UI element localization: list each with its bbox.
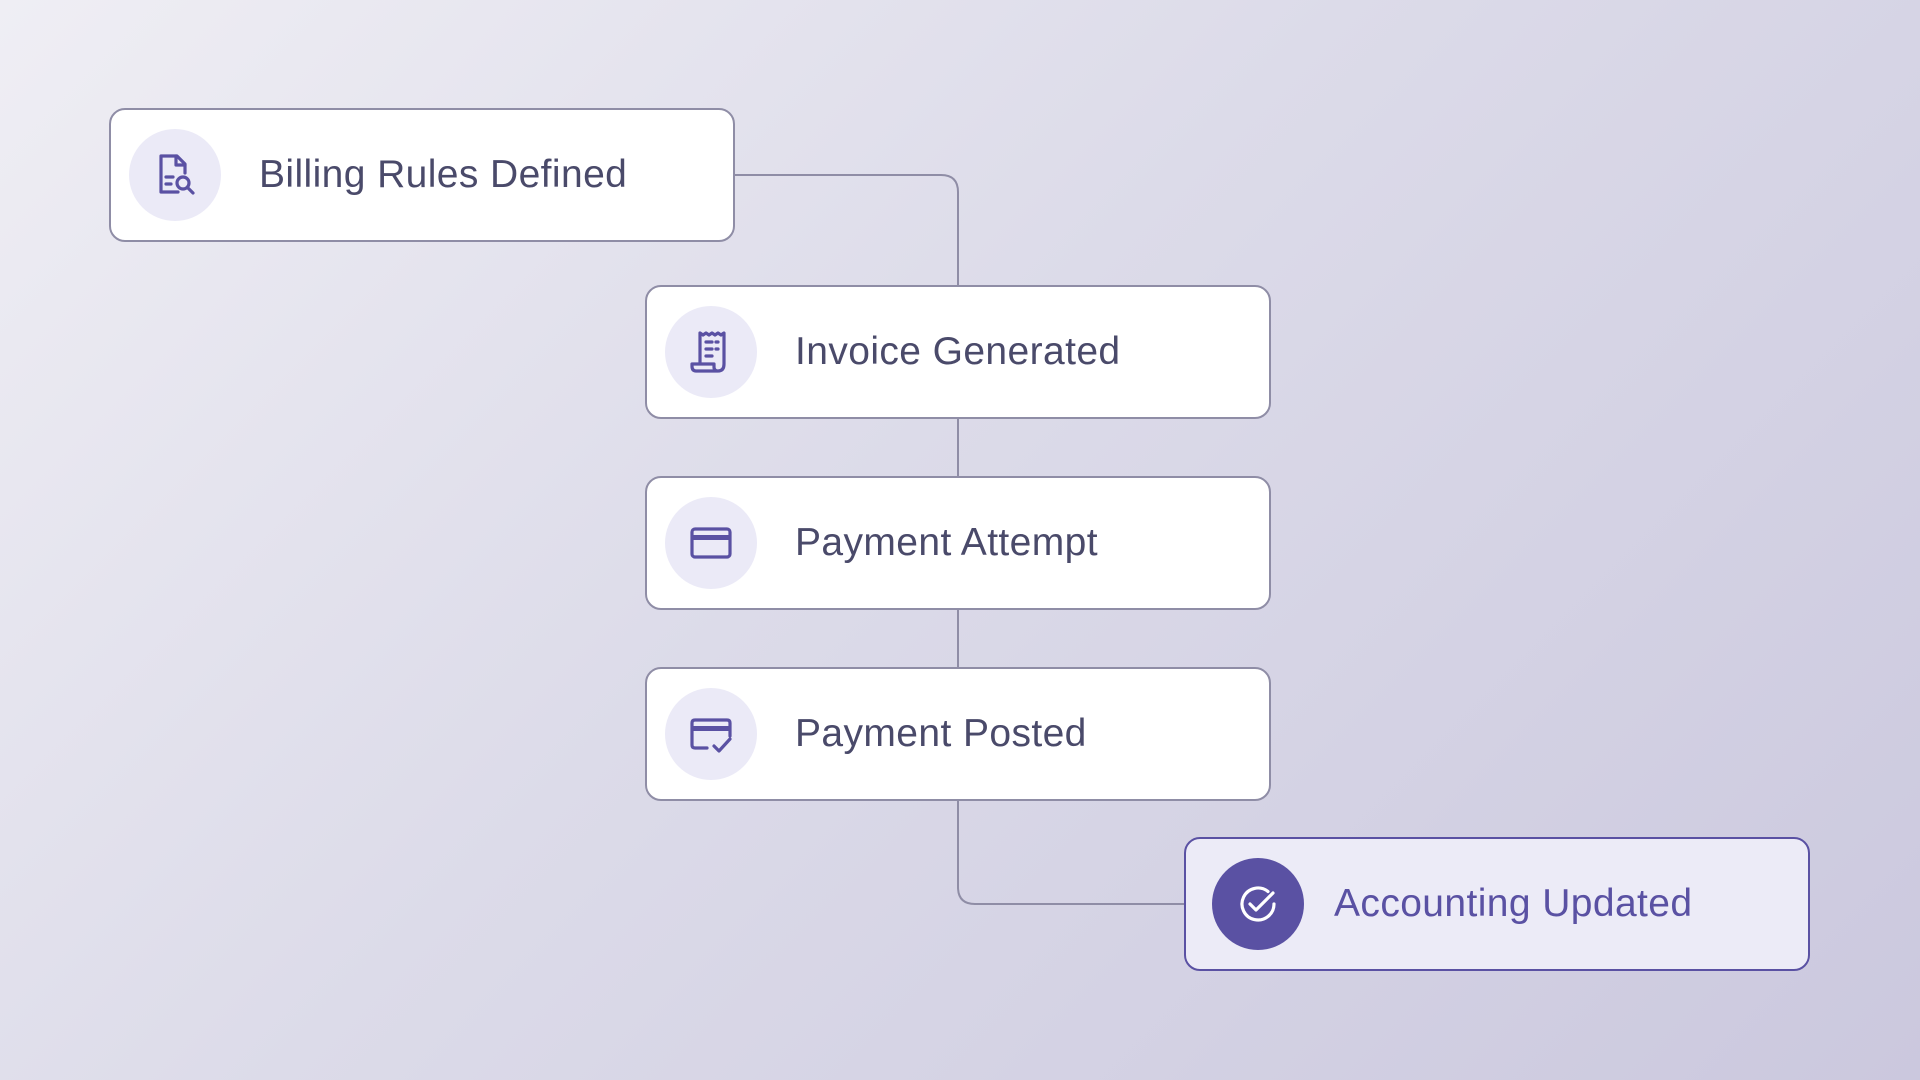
flow-step-payment-posted[interactable]: Payment Posted: [645, 667, 1271, 801]
check-circle-icon: [1212, 858, 1304, 950]
step-label: Accounting Updated: [1334, 882, 1693, 925]
receipt-icon: [665, 306, 757, 398]
step-label: Billing Rules Defined: [259, 153, 628, 196]
flow-step-payment-attempt[interactable]: Payment Attempt: [645, 476, 1271, 610]
document-search-icon: [129, 129, 221, 221]
step-label: Invoice Generated: [795, 330, 1121, 373]
flow-step-billing-rules[interactable]: Billing Rules Defined: [109, 108, 735, 242]
connector-4-5: [957, 801, 1184, 905]
credit-card-icon: [665, 497, 757, 589]
flow-step-invoice-generated[interactable]: Invoice Generated: [645, 285, 1271, 419]
flow-step-accounting-updated[interactable]: Accounting Updated: [1184, 837, 1810, 971]
step-label: Payment Attempt: [795, 521, 1098, 564]
connector-1-2: [735, 174, 959, 285]
step-label: Payment Posted: [795, 712, 1087, 755]
card-check-icon: [665, 688, 757, 780]
